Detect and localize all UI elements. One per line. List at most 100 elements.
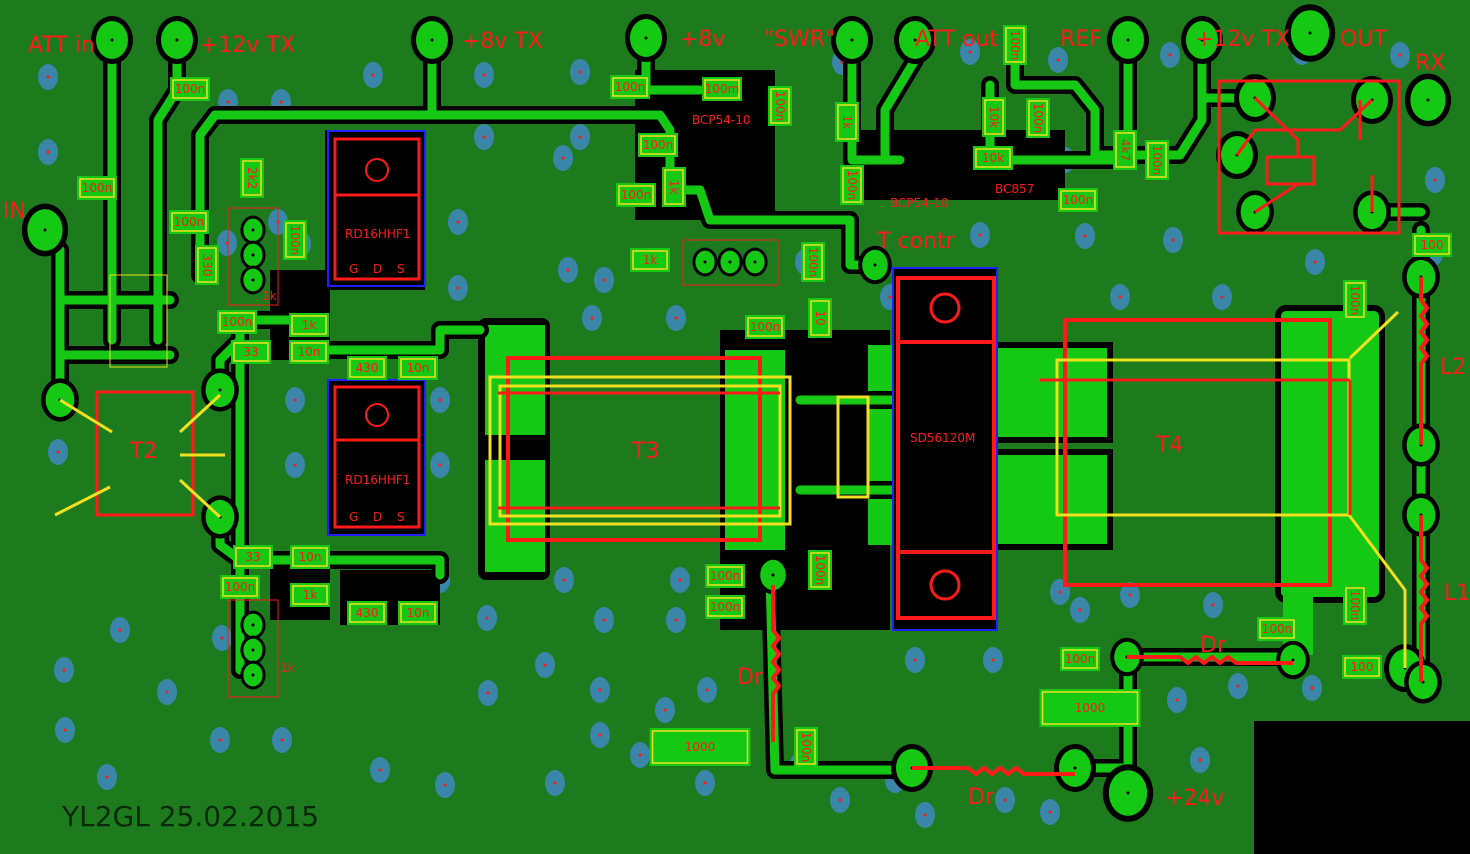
smd-component: 100n xyxy=(1343,585,1367,625)
smd-component: 100n xyxy=(170,77,210,101)
via xyxy=(995,787,1015,813)
label-rx: RX xyxy=(1415,51,1445,76)
component-value: 10n xyxy=(407,606,430,620)
via xyxy=(830,787,850,813)
pin-d: D xyxy=(373,262,382,276)
via xyxy=(554,567,574,593)
component-value: 100n xyxy=(799,732,813,763)
label-trimmer-bottom: 1k xyxy=(280,661,295,675)
via xyxy=(960,39,980,65)
smd-component: 1k xyxy=(662,167,686,207)
component-value: 100n xyxy=(82,181,113,195)
via xyxy=(110,617,130,643)
smd-component: 100n xyxy=(1145,140,1169,180)
via xyxy=(210,727,230,753)
via xyxy=(655,697,675,723)
through-hole-pad xyxy=(240,660,266,690)
transistor-label: RD16HHF1 xyxy=(345,473,410,487)
via xyxy=(97,764,117,790)
label-out: OUT xyxy=(1340,27,1387,52)
label-trimmer-top: 1k xyxy=(262,289,277,303)
smd-component: 430 xyxy=(347,601,387,625)
via xyxy=(55,717,75,743)
through-hole-pad xyxy=(894,16,936,64)
via xyxy=(285,452,305,478)
component-value: 100n xyxy=(806,247,820,278)
rd16hhf1-bottom: RD16HHF1 G D S xyxy=(327,379,426,536)
via xyxy=(590,722,610,748)
sd56120m-label: SD56120M xyxy=(910,431,975,445)
via xyxy=(695,770,715,796)
smd-component: 1k xyxy=(290,583,330,607)
rd16hhf1-top: RD16HHF1 G D S xyxy=(327,130,426,287)
smd-component: 430 xyxy=(347,356,387,380)
label-l1: L1 xyxy=(1444,581,1470,606)
through-hole-pad xyxy=(756,555,790,595)
smd-component: 100n xyxy=(840,165,864,205)
component-value: 100n xyxy=(222,315,253,329)
through-hole-pad xyxy=(240,240,266,270)
through-hole-pad xyxy=(240,265,266,295)
component-value: 100m xyxy=(705,82,740,96)
via xyxy=(474,62,494,88)
board-signature: YL2GL 25.02.2015 xyxy=(61,800,319,833)
component-value: 33 xyxy=(243,345,258,359)
through-hole-pad xyxy=(41,378,79,422)
component-value: 430 xyxy=(356,361,379,375)
label-l2: L2 xyxy=(1440,355,1466,380)
via xyxy=(630,742,650,768)
smd-component: 10n xyxy=(398,601,438,625)
component-value: 100n xyxy=(1065,652,1096,666)
via xyxy=(570,124,590,150)
label-dr-3: Dr xyxy=(1200,633,1227,658)
smd-component: 100n xyxy=(610,75,650,99)
component-value: 10 xyxy=(813,310,827,325)
smd-component: 100n xyxy=(1058,188,1098,212)
through-hole-pad xyxy=(91,16,133,64)
smd-component: 100n xyxy=(638,133,678,157)
via xyxy=(545,770,565,796)
label-in: IN xyxy=(3,199,26,224)
through-hole-pad xyxy=(1181,16,1223,64)
pin-d: D xyxy=(373,510,382,524)
component-value: 4k7 xyxy=(1118,139,1132,161)
through-hole-pad xyxy=(1102,764,1154,822)
via xyxy=(477,605,497,631)
via xyxy=(594,267,614,293)
smd-component: 1k xyxy=(289,313,329,337)
label-bcp54-a: BCP54-10 xyxy=(692,113,751,127)
smd-component: 100n xyxy=(801,242,825,282)
sd56120m: SD56120M xyxy=(892,267,998,631)
via xyxy=(1305,249,1325,275)
through-hole-pad xyxy=(240,215,266,245)
via xyxy=(448,209,468,235)
silkscreen-labels: ATT in +12v TX +8v TX +8v "SWR" ATT out … xyxy=(3,27,1470,833)
via xyxy=(1075,223,1095,249)
via xyxy=(478,680,498,706)
label-bc857: BC857 xyxy=(995,182,1034,196)
smd-component: 10n xyxy=(398,356,438,380)
via xyxy=(272,727,292,753)
via xyxy=(1190,747,1210,773)
via xyxy=(1110,284,1130,310)
pin-g: G xyxy=(349,262,358,276)
label-att-out: ATT out xyxy=(915,27,998,52)
component-value: 100n xyxy=(1262,622,1293,636)
pin-s: S xyxy=(397,262,405,276)
component-value: 100n xyxy=(225,580,256,594)
smd-component: 10n xyxy=(290,545,330,569)
label-8v-tx: +8v TX xyxy=(462,29,543,54)
label-8v: +8v xyxy=(680,27,725,52)
through-hole-pad xyxy=(742,247,768,277)
label-t3: T3 xyxy=(631,439,659,464)
via xyxy=(553,145,573,171)
component-value: 100n xyxy=(813,555,827,586)
label-t-contr: T contr xyxy=(876,229,956,254)
pin-g: G xyxy=(349,510,358,524)
component-value: 10k xyxy=(987,106,1001,128)
smd-component: 1000 xyxy=(649,728,751,766)
via xyxy=(435,772,455,798)
component-value: 330 xyxy=(200,254,214,277)
via xyxy=(970,222,990,248)
